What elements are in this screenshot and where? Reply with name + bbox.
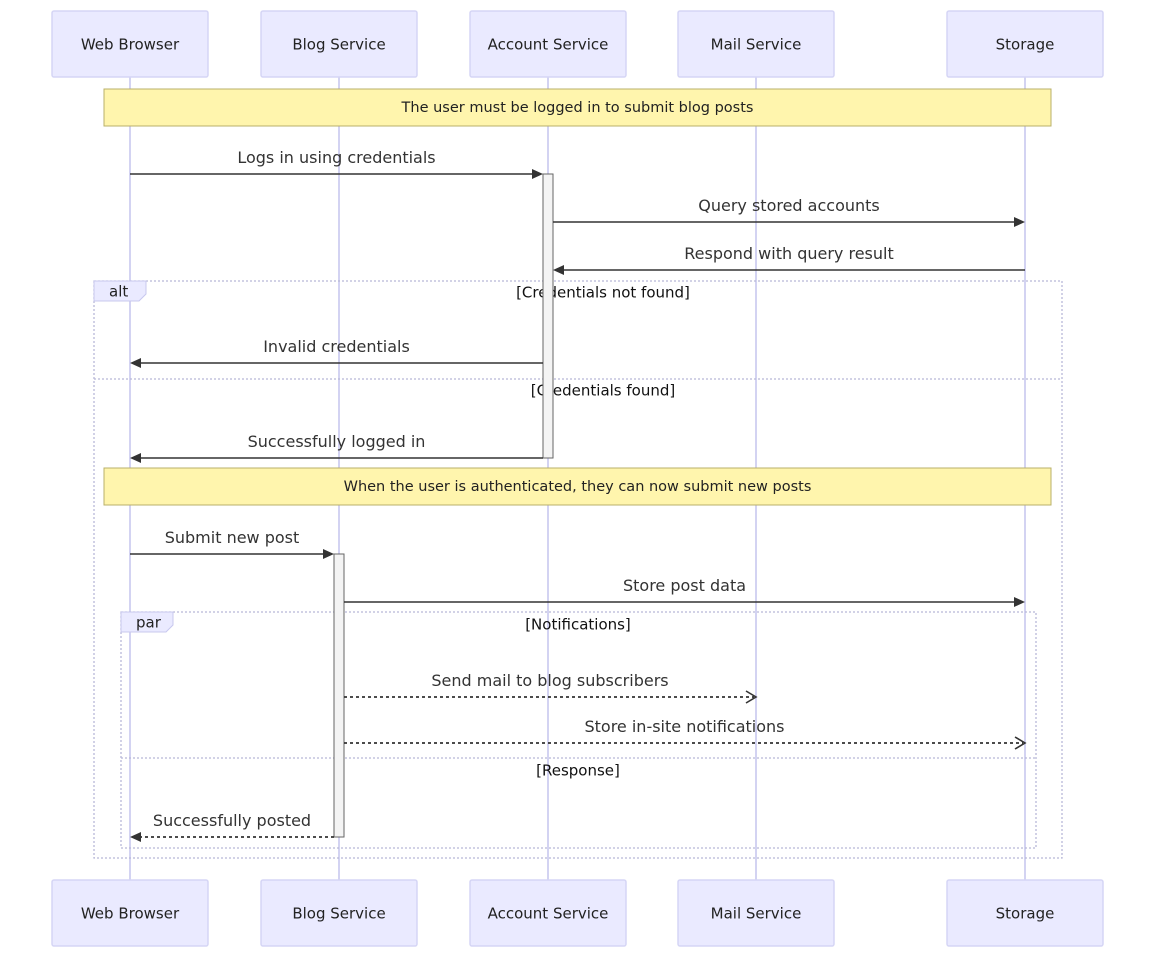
arrowhead xyxy=(532,169,543,179)
message-label: Logs in using credentials xyxy=(237,148,435,167)
message-label: Query stored accounts xyxy=(698,196,880,215)
arrowhead xyxy=(553,265,564,275)
participant-box xyxy=(260,879,418,947)
message-label: Successfully logged in xyxy=(248,432,426,451)
message-label: Submit new post xyxy=(165,528,300,547)
note-box xyxy=(103,88,1052,127)
participant-label: Account Service xyxy=(488,36,609,54)
participant-box xyxy=(469,10,627,78)
participant-blog-bottom: Blog Service xyxy=(260,879,418,947)
participant-browser-top: Web Browser xyxy=(51,10,209,78)
message-query-stored-accounts: Query stored accounts xyxy=(553,196,1025,227)
participant-box xyxy=(946,10,1104,78)
message-label: Invalid credentials xyxy=(263,337,410,356)
participant-box xyxy=(677,879,835,947)
participant-browser-bottom: Web Browser xyxy=(51,879,209,947)
fragment-condition: [Credentials not found] xyxy=(516,284,690,302)
participant-label: Account Service xyxy=(488,905,609,923)
activation-blog xyxy=(333,553,345,838)
message-label: Store post data xyxy=(623,576,746,595)
open-arrowhead xyxy=(1014,736,1027,750)
participant-box xyxy=(946,879,1104,947)
participant-label: Storage xyxy=(996,36,1055,54)
fragment-alt: alt [Credentials not found] [Credentials f… xyxy=(93,280,1063,859)
fragment-par: par [Notifications] [Response] xyxy=(120,611,1037,849)
message-submit-new-post: Submit new post xyxy=(130,528,334,559)
fragment-label-box xyxy=(120,611,174,633)
participant-label: Web Browser xyxy=(81,36,180,54)
note-box xyxy=(103,467,1052,506)
participant-box xyxy=(260,10,418,78)
message-label: Send mail to blog subscribers xyxy=(431,671,668,690)
fragment-condition: [Response] xyxy=(536,762,620,780)
participant-label: Storage xyxy=(996,905,1055,923)
participant-mail-bottom: Mail Service xyxy=(677,879,835,947)
message-store-in-site-notifications: Store in-site notifications xyxy=(344,717,1027,750)
message-send-mail-to-blog-subscribers: Send mail to blog subscribers xyxy=(344,671,758,704)
arrowhead xyxy=(130,832,141,842)
participant-mail-top: Mail Service xyxy=(677,10,835,78)
note: When the user is authenticated, they can… xyxy=(103,467,1052,506)
participant-label: Mail Service xyxy=(711,36,802,54)
arrowhead xyxy=(130,453,141,463)
message-label: Respond with query result xyxy=(684,244,893,263)
fragment-label-box xyxy=(93,280,147,302)
participant-account-top: Account Service xyxy=(469,10,627,78)
message-successfully-logged-in: Successfully logged in xyxy=(130,432,543,463)
participant-box xyxy=(677,10,835,78)
participant-box xyxy=(51,879,209,947)
arrowhead xyxy=(323,549,334,559)
participant-storage-bottom: Storage xyxy=(946,879,1104,947)
message-successfully-posted: Successfully posted xyxy=(130,811,334,842)
arrowhead xyxy=(1014,597,1025,607)
participant-storage-top: Storage xyxy=(946,10,1104,78)
participant-box xyxy=(469,879,627,947)
note-text: When the user is authenticated, they can… xyxy=(344,479,812,495)
message-invalid-credentials: Invalid credentials xyxy=(130,337,543,368)
fragment-condition: [Credentials found] xyxy=(531,382,676,400)
open-arrowhead xyxy=(745,690,758,704)
fragment-kind-label: par xyxy=(136,614,162,632)
message-logs-in-using-credentials: Logs in using credentials xyxy=(130,148,543,179)
fragment-frame xyxy=(93,280,1063,859)
fragment-frame xyxy=(120,611,1037,849)
participant-account-bottom: Account Service xyxy=(469,879,627,947)
note-text: The user must be logged in to submit blo… xyxy=(401,100,754,116)
participant-label: Blog Service xyxy=(292,36,385,54)
participant-label: Blog Service xyxy=(292,905,385,923)
message-label: Successfully posted xyxy=(153,811,311,830)
participant-box xyxy=(51,10,209,78)
activation-account xyxy=(542,173,554,459)
message-store-post-data: Store post data xyxy=(344,576,1025,607)
arrowhead xyxy=(1014,217,1025,227)
fragment-kind-label: alt xyxy=(109,283,128,301)
arrowhead xyxy=(130,358,141,368)
note: The user must be logged in to submit blo… xyxy=(103,88,1052,127)
message-respond-with-query-result: Respond with query result xyxy=(553,244,1025,275)
message-label: Store in-site notifications xyxy=(584,717,784,736)
participant-blog-top: Blog Service xyxy=(260,10,418,78)
participant-label: Mail Service xyxy=(711,905,802,923)
fragment-condition: [Notifications] xyxy=(525,616,631,634)
participant-label: Web Browser xyxy=(81,905,180,923)
